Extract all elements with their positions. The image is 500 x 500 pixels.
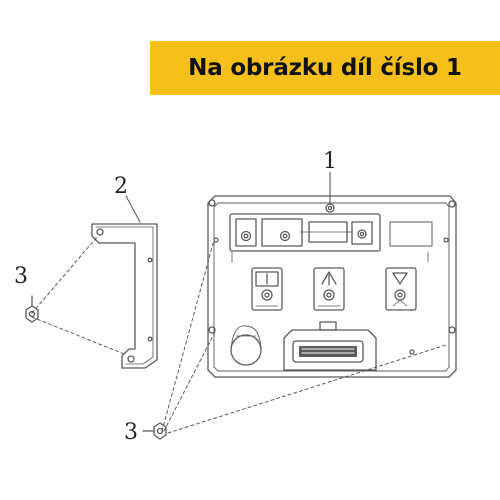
- left-terminal: [251, 267, 283, 311]
- top-terminal-block: [229, 213, 433, 252]
- dashed-leader-lines: [31, 236, 447, 434]
- callout-2: 2: [114, 174, 128, 199]
- cable-port: [230, 325, 262, 366]
- leader-line: [31, 236, 98, 314]
- callout-leaders: [125, 171, 331, 223]
- leader-line: [167, 344, 447, 434]
- banner-text: Na obrázku díl číslo 1: [188, 55, 462, 81]
- part-number-banner: Na obrázku díl číslo 1: [150, 41, 500, 95]
- callout-3-left: 3: [14, 264, 28, 289]
- leader-line: [163, 329, 217, 432]
- callout-numbers: 1 2 3 3: [14, 149, 337, 445]
- mounting-bracket-part: [91, 223, 158, 369]
- callout-1: 1: [323, 149, 337, 174]
- leader-line: [161, 239, 215, 432]
- bolt-part-left: [25, 295, 39, 323]
- bolt-part-bottom: [142, 422, 167, 440]
- leader-line: [31, 316, 125, 355]
- controller-unit-part: [207, 195, 457, 378]
- middle-terminal: [313, 267, 345, 311]
- multi-pin-connector: [283, 321, 377, 371]
- right-terminal: [385, 267, 417, 311]
- callout-3-bottom: 3: [124, 420, 138, 445]
